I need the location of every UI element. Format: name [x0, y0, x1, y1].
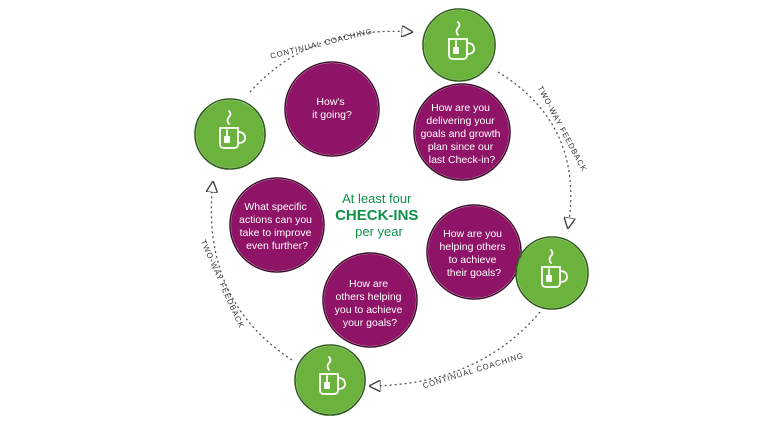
coffee-mug-icon [219, 110, 246, 149]
coffee-mug-icon [319, 356, 346, 395]
svg-text:How are others helping: How are others helping you to achieve yo… [335, 278, 406, 329]
question-3-line-4: their goals? [447, 267, 501, 279]
question-2-line-5: last Check-in? [429, 154, 496, 166]
svg-text:How are you delivering y: How are you delivering your goals and gr… [421, 102, 504, 166]
center-title: At least four CHECK-INS per year [335, 190, 423, 239]
question-1-line-2: it going? [312, 109, 352, 121]
connector-bottom [370, 311, 541, 386]
svg-text:How's it going?: How's it going? [312, 96, 352, 121]
mug-node [422, 8, 496, 82]
center-line-3: per year [355, 224, 403, 239]
question-5-line-1: What specific [244, 201, 306, 213]
question-2-line-1: How are you [431, 102, 490, 114]
question-2-line-4: plan since our [428, 141, 494, 153]
center-line-2: CHECK-INS [335, 207, 418, 224]
question-2-line-2: delivering your [426, 115, 495, 127]
question-5-line-4: even further? [246, 240, 308, 252]
question-3-line-2: helping others [440, 241, 506, 253]
connector-right [497, 71, 571, 228]
question-4-line-4: your goals? [343, 317, 397, 329]
question-circle: How's it going? [284, 61, 380, 157]
cycle-connectors [211, 31, 570, 386]
question-4-line-1: How are [349, 278, 388, 290]
edge-label-right: TWO-WAY FEEDBACK [536, 84, 589, 173]
coffee-mug-icon [448, 21, 475, 60]
question-3-line-3: to achieve [449, 254, 497, 266]
question-5-line-2: actions can you [239, 214, 312, 226]
question-circle: How are you delivering your goals and gr… [413, 83, 511, 181]
question-5-line-3: take to improve [240, 227, 312, 239]
connector-left [211, 182, 293, 361]
svg-text:What specific actions ca: What specific actions can you take to im… [239, 201, 315, 252]
center-line-1: At least four [342, 191, 412, 206]
edge-label-bottom: CONTINUAL COACHING [422, 351, 525, 390]
question-3-line-1: How are you [443, 228, 502, 240]
mug-node [194, 98, 266, 170]
question-2-line-3: goals and growth [421, 128, 501, 140]
coffee-mug-icon [541, 249, 568, 288]
connector-top [249, 31, 412, 93]
question-1-line-1: How's [316, 96, 344, 108]
mug-node [515, 236, 589, 310]
question-circle: What specific actions can you take to im… [229, 177, 325, 273]
question-4-line-3: you to achieve [335, 304, 403, 316]
question-4-line-2: others helping [336, 291, 402, 303]
question-circle: How are others helping you to achieve yo… [322, 252, 418, 348]
mug-node [294, 344, 366, 416]
svg-text:How are you helping othe: How are you helping others to achieve th… [440, 228, 509, 279]
question-circle: How are you helping others to achieve th… [426, 204, 522, 300]
edge-label-top: CONTINUAL COACHING [269, 26, 373, 60]
